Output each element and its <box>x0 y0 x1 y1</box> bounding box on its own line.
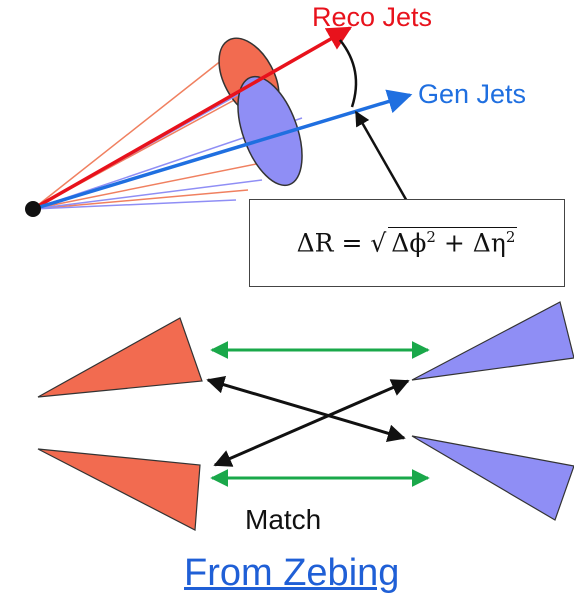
formula-term-phi: Δϕ <box>391 228 427 258</box>
gen-jet-triangle-bottom <box>411 435 574 521</box>
vertex-dot <box>25 201 41 217</box>
delta-r-formula: ΔR = √Δϕ2 + Δη2 <box>250 227 564 257</box>
cross-arrow-down <box>206 375 406 443</box>
delta-r-formula-box: ΔR = √Δϕ2 + Δη2 <box>249 199 565 287</box>
reco-jets-label: Reco Jets <box>312 2 433 32</box>
reco-jet-axis <box>32 26 353 211</box>
source-link[interactable]: From Zebing <box>184 552 400 594</box>
cross-arrow-up <box>213 379 410 467</box>
formula-plus: + <box>435 228 473 258</box>
delta-r-angle-arc <box>339 39 358 108</box>
reco-jet-triangle-bottom <box>37 448 201 531</box>
gen-jet-axis <box>32 89 413 211</box>
formula-exp-phi: 2 <box>426 228 436 246</box>
gen-jet-ellipse <box>237 75 303 187</box>
sqrt-sign: √ <box>370 228 387 258</box>
reco-jet-triangle-top <box>37 317 203 398</box>
formula-pointer-arrow <box>354 110 414 211</box>
formula-exp-eta: 2 <box>505 228 516 246</box>
gen-jets-label: Gen Jets <box>418 79 527 109</box>
formula-radicand: Δϕ2 + Δη2 <box>388 227 518 258</box>
formula-lhs: ΔR = <box>296 228 371 258</box>
gen-jet-triangle-top <box>411 301 574 381</box>
formula-term-eta: Δη <box>472 228 506 258</box>
match-label: Match <box>245 504 322 535</box>
